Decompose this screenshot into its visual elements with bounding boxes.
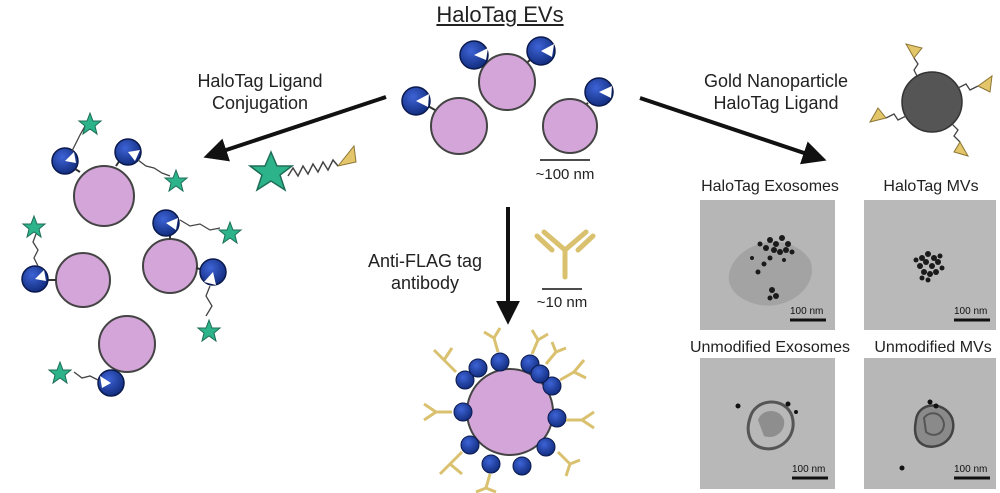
halotag-protein	[526, 36, 556, 66]
em-image-halotag-exosomes: 100 nm	[700, 200, 835, 330]
halotag-protein	[584, 77, 614, 107]
arrow-right	[639, 96, 827, 165]
em-image-unmodified-exosomes: 100 nm	[700, 358, 835, 489]
em-scale-label: 100 nm	[792, 464, 826, 475]
antibody-labeled-vesicle	[423, 327, 595, 493]
scale-label-100nm: ~100 nm	[535, 166, 595, 183]
halotag-protein	[401, 86, 431, 116]
antibody-label: Anti-FLAG tag antibody	[367, 251, 483, 293]
em-scale-label: 100 nm	[954, 464, 988, 475]
em-scale-label: 100 nm	[790, 306, 824, 317]
em-caption-halotag-exosomes: HaloTag Exosomes	[701, 178, 839, 195]
halotag-protein	[459, 40, 489, 70]
dye-ligand	[247, 144, 357, 192]
gold-nanoparticle-label: Gold Nanoparticle HaloTag Ligand	[703, 71, 849, 113]
center-vesicle-group	[401, 36, 614, 161]
em-scale-label: 100 nm	[954, 306, 988, 317]
ligand-conjugation-label: HaloTag Ligand Conjugation	[197, 71, 323, 113]
gold-nanoparticle-icon	[868, 43, 993, 157]
em-caption-unmodified-exosomes: Unmodified Exosomes	[689, 339, 851, 356]
vesicle	[478, 53, 536, 111]
page-title: HaloTag EVs	[436, 2, 564, 27]
arrow-left	[203, 95, 387, 162]
em-image-unmodified-mvs: 100 nm	[864, 358, 996, 489]
vesicle	[542, 98, 598, 154]
labeled-vesicle-group	[21, 111, 243, 397]
antibody-icon	[534, 229, 596, 280]
em-caption-halotag-mvs: HaloTag MVs	[883, 178, 979, 195]
em-caption-unmodified-mvs: Unmodified MVs	[874, 339, 992, 356]
vesicle	[430, 97, 488, 155]
em-image-halotag-mvs: 100 nm	[864, 200, 996, 330]
scale-label-10nm: ~10 nm	[536, 294, 588, 311]
